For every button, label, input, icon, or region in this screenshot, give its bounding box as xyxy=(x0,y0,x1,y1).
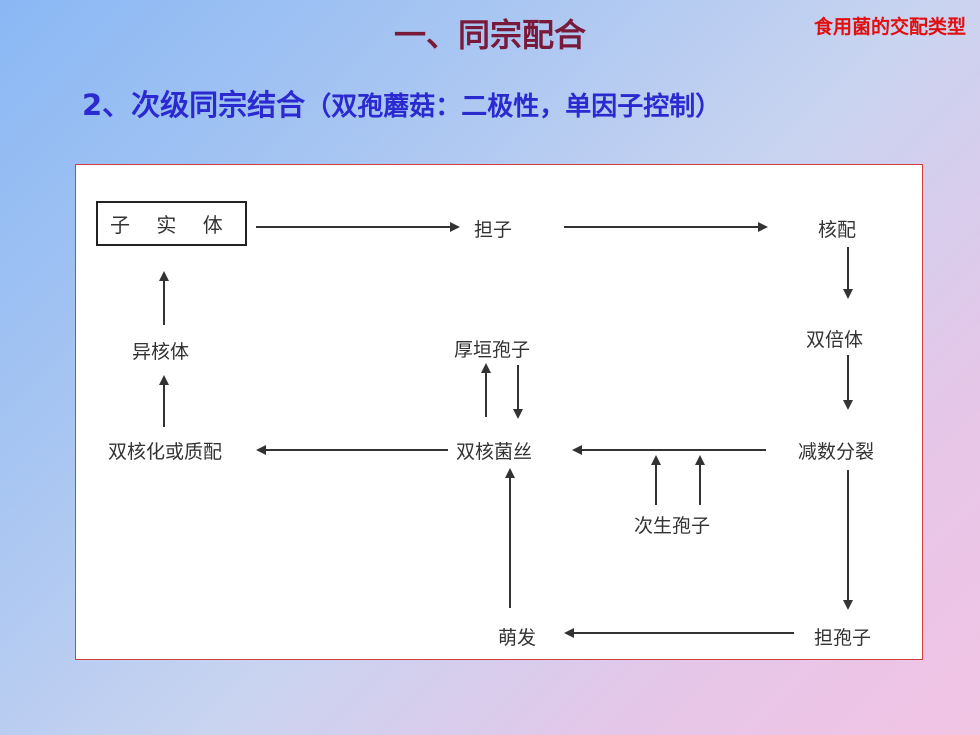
node-fruiting-body: 子 实 体 xyxy=(96,201,247,246)
diagram-arrows xyxy=(159,222,853,638)
node-germination: 萌发 xyxy=(498,627,537,649)
node-secondary-spore: 次生孢子 xyxy=(634,515,711,537)
node-heterokaryon: 异核体 xyxy=(132,341,190,363)
node-basidiospore: 担孢子 xyxy=(814,627,872,649)
node-chlamydospore: 厚垣孢子 xyxy=(454,339,531,361)
node-diploid: 双倍体 xyxy=(806,329,864,351)
life-cycle-diagram: 子 实 体 担子 核配 双倍体 减数分裂 担孢子 萌发 双核菌丝 厚垣孢子 次生… xyxy=(75,164,923,660)
node-meiosis: 减数分裂 xyxy=(798,441,875,463)
subtitle-main: 2、次级同宗结合 xyxy=(82,88,306,122)
subtitle-note: （双孢蘑菇：二极性，单因子控制） xyxy=(305,92,722,122)
corner-label: 食用菌的交配类型 xyxy=(813,16,966,38)
node-dikaryotization: 双核化或质配 xyxy=(108,441,223,463)
node-basidium: 担子 xyxy=(474,219,513,241)
node-karyogamy: 核配 xyxy=(818,219,857,241)
subtitle: 2、次级同宗结合（双孢蘑菇：二极性，单因子控制） xyxy=(82,82,721,124)
slide-title: 一、同宗配合 xyxy=(393,16,586,54)
node-dikaryotic-hyphae: 双核菌丝 xyxy=(456,441,533,463)
